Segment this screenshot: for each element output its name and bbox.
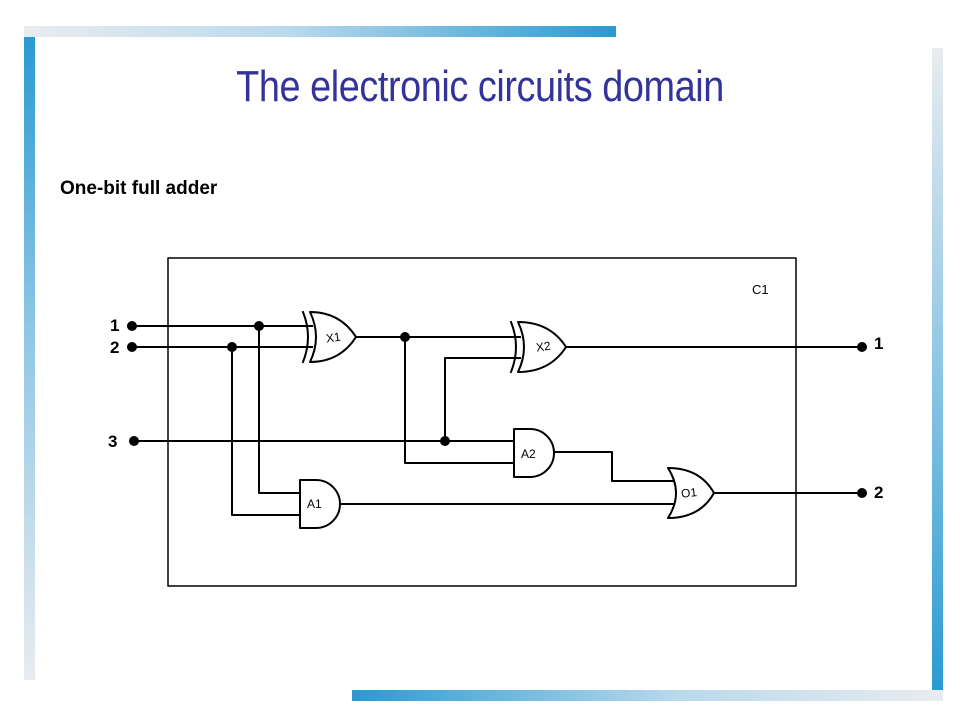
wires — [131, 325, 863, 516]
output-2-terminal — [857, 488, 867, 498]
input-2-terminal — [127, 342, 137, 352]
gate-label-o1: O1 — [680, 485, 698, 501]
or-gate-o1 — [667, 467, 715, 519]
xor-gate-x2 — [509, 320, 567, 374]
left-accent-bar — [24, 37, 35, 680]
input-label-3: 3 — [108, 432, 117, 451]
top-accent-bar — [24, 26, 616, 37]
output-label-1: 1 — [874, 334, 883, 353]
circuit-label: C1 — [752, 282, 769, 297]
diagram-subtitle: One-bit full adder — [60, 178, 218, 199]
xor-gate-x1 — [301, 310, 357, 364]
output-label-2: 2 — [874, 483, 883, 502]
input-label-2: 2 — [110, 338, 119, 357]
bottom-accent-bar — [352, 690, 943, 701]
input-3-terminal — [129, 436, 139, 446]
junction-dot — [227, 342, 237, 352]
input-label-1: 1 — [110, 316, 119, 335]
junction-dot — [440, 436, 450, 446]
junction-dot — [254, 321, 264, 331]
input-1-terminal — [127, 321, 137, 331]
and-gate-a2 — [513, 428, 555, 478]
output-1-terminal — [857, 342, 867, 352]
gate-label-x1: X1 — [325, 330, 342, 346]
and-gate-a1 — [299, 479, 341, 529]
gate-label-x2: X2 — [535, 339, 552, 355]
gate-label-a1: A1 — [307, 497, 322, 511]
junction-dots — [127, 321, 867, 498]
right-accent-bar — [932, 48, 943, 692]
slide-title: The electronic circuits domain — [236, 62, 724, 111]
gate-label-a2: A2 — [521, 447, 536, 461]
junction-dot — [400, 332, 410, 342]
circuit-boundary — [167, 257, 797, 587]
